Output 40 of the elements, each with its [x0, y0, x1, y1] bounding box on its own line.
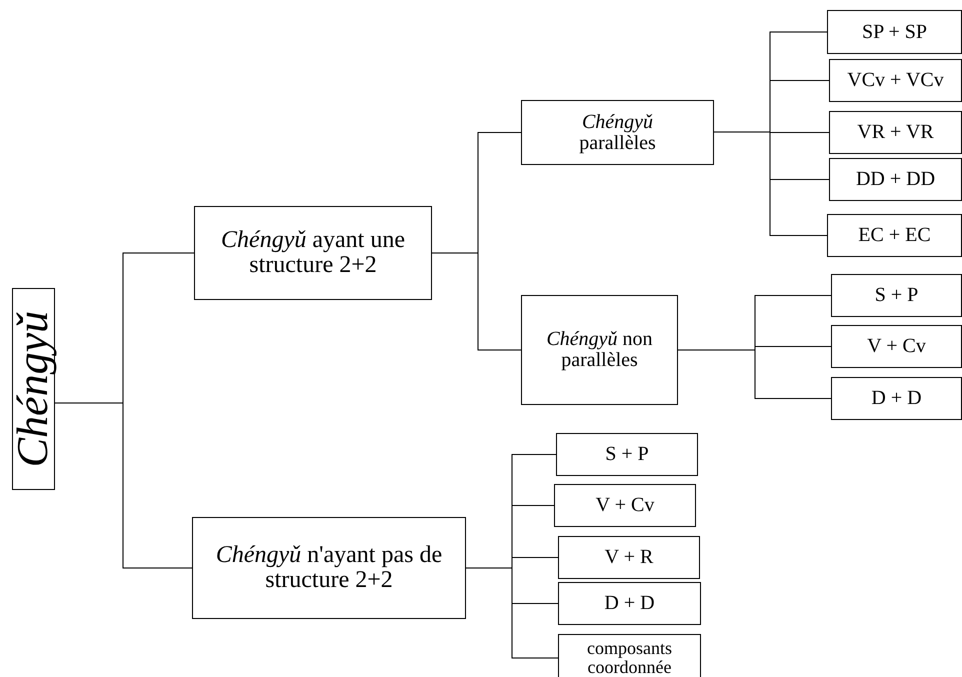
node-label: V + R [604, 547, 654, 568]
title-box [12, 288, 55, 490]
node-label: Chéngyǔ ayant une structure 2+2 [220, 228, 406, 278]
category-box [521, 100, 714, 165]
category-box [827, 10, 962, 54]
category-box [829, 59, 962, 102]
node-label: VCv + VCv [847, 70, 944, 91]
category-box [192, 517, 466, 619]
category-box [829, 111, 962, 154]
connector-line [466, 568, 558, 658]
connector-line [678, 350, 832, 399]
node-label: Chéngyǔ n'ayant pas de structure 2+2 [214, 542, 444, 594]
connector-line [54, 402, 192, 568]
category-box [558, 536, 700, 579]
node-label: S + P [605, 444, 649, 465]
node-label: VR + VR [857, 122, 934, 143]
node-label: Chéngyǔ non parallèles [545, 329, 654, 371]
node-label: DD + DD [856, 169, 936, 190]
node-label: V + Cv [596, 495, 654, 516]
category-box [558, 582, 701, 625]
node-label: Chéngyǔ [10, 310, 57, 468]
category-box [554, 484, 696, 527]
node-label: SP + SP [862, 22, 928, 42]
category-box [829, 158, 962, 201]
node-label: Chéngyǔ parallèles [578, 112, 657, 154]
category-box [556, 433, 698, 476]
category-box [831, 274, 962, 317]
connector-line [432, 252, 522, 350]
node-label: composants coordonnée [586, 639, 673, 677]
category-box [558, 634, 701, 677]
node-label: D + D [871, 388, 922, 409]
category-box [831, 377, 962, 420]
node-label: D + D [604, 593, 655, 614]
node-label: V + Cv [867, 336, 926, 357]
node-label: EC + EC [858, 225, 931, 246]
category-box [827, 214, 962, 257]
category-box [831, 325, 962, 368]
category-box [521, 295, 678, 405]
category-box [194, 206, 432, 300]
node-label: S + P [874, 285, 918, 306]
